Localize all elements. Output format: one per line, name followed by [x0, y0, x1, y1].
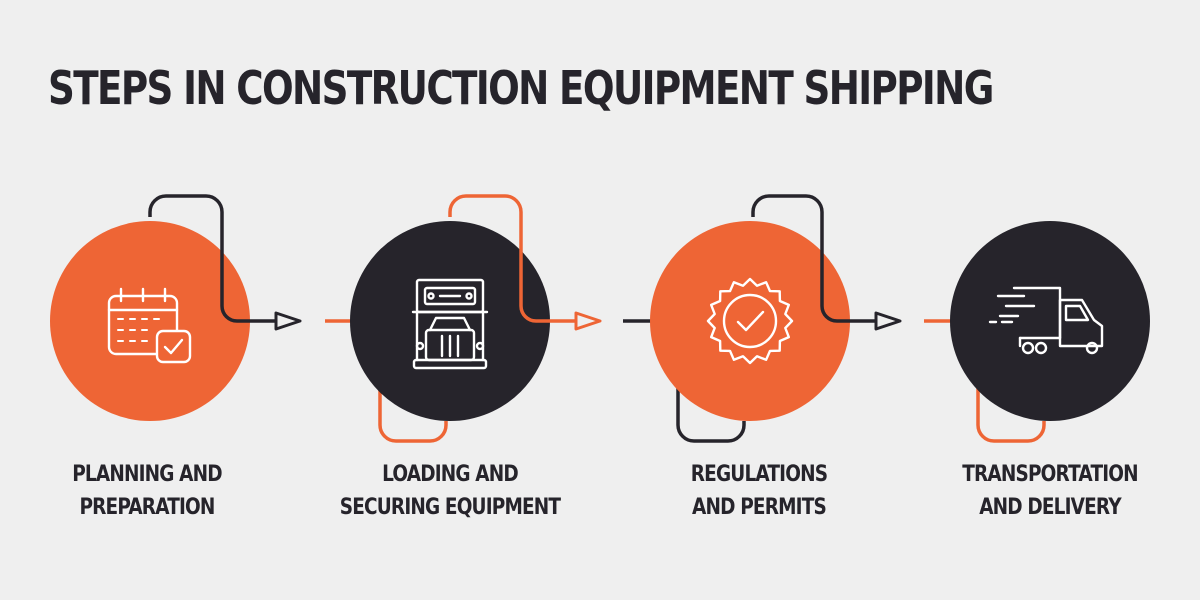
connector-3-line: [751, 194, 875, 323]
connector-2-arrow-icon: [574, 311, 602, 331]
step-2-label-line2: SECURING EQUIPMENT: [339, 495, 561, 520]
connector-2-line: [448, 194, 575, 323]
step-3-circle: [650, 221, 850, 421]
calendar-check-icon: [107, 287, 192, 364]
step-3-label: REGULATIONS AND PERMITS: [641, 458, 876, 524]
connector-1-arrow-icon: [274, 311, 302, 331]
step-2-circle: [350, 221, 550, 421]
step-4-label: TRANSPORTATION AND DELIVERY: [932, 458, 1167, 524]
connector-3-arrow-icon: [874, 311, 902, 331]
badge-check-icon: [706, 277, 794, 365]
connector-1-line: [148, 194, 275, 323]
moving-truck-icon: [988, 286, 1104, 355]
truck-front-icon: [411, 278, 489, 370]
page-title: STEPS IN CONSTRUCTION EQUIPMENT SHIPPING: [48, 61, 994, 115]
step-3-label-line2: AND PERMITS: [692, 495, 827, 520]
step-1-label-line2: PREPARATION: [79, 495, 215, 520]
step-2-label: LOADING AND SECURING EQUIPMENT: [332, 458, 567, 524]
step-1-label: PLANNING AND PREPARATION: [29, 458, 264, 524]
step-1-circle: [50, 221, 250, 421]
step-2-label-line1: LOADING AND: [382, 462, 519, 487]
step-4-label-line1: TRANSPORTATION: [962, 462, 1138, 487]
step-1-label-line1: PLANNING AND: [72, 462, 222, 487]
step-3-label-line1: REGULATIONS: [690, 462, 828, 487]
step-4-circle: [950, 221, 1150, 421]
step-4-label-line2: AND DELIVERY: [979, 495, 1121, 520]
